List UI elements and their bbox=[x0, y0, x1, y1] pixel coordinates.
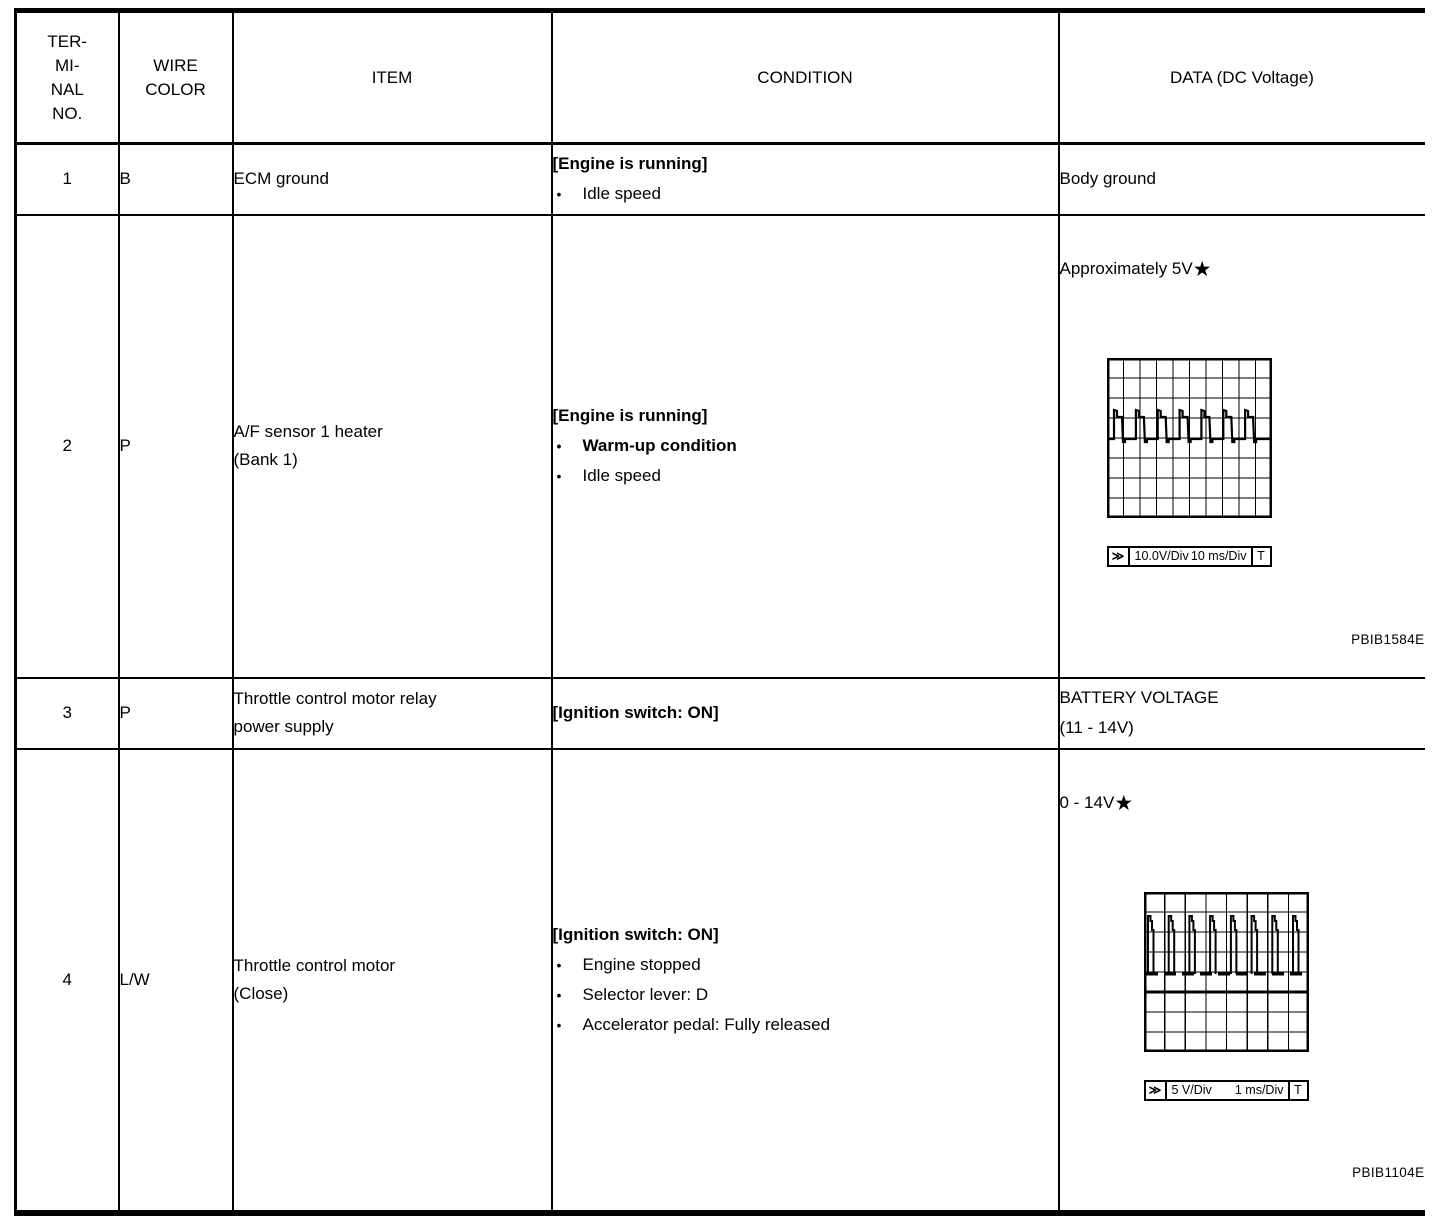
condition-bullet: • Accelerator pedal: Fully released bbox=[553, 1010, 1058, 1040]
col-header-wire-color: WIRE COLOR bbox=[117, 9, 234, 145]
table-row: 4 L/W Throttle control motor (Close) [Ig… bbox=[14, 747, 1425, 1214]
condition-bullet: • Engine stopped bbox=[553, 950, 1058, 980]
scope-volts-per-div: 10.0V/Div bbox=[1134, 549, 1189, 563]
wire-color-cell: P bbox=[117, 213, 234, 679]
figure-caption: PBIB1584E bbox=[1351, 631, 1425, 647]
bullet-icon: • bbox=[556, 956, 562, 973]
condition-bullet-text: Idle speed bbox=[582, 184, 661, 204]
figure-caption: PBIB1104E bbox=[1352, 1164, 1425, 1180]
manual-page: TER- MI- NAL NO. WIRE COLOR ITEM CONDITI… bbox=[0, 8, 1456, 1216]
condition-bullet: • Idle speed bbox=[553, 179, 1058, 209]
col-header-data: DATA (DC Voltage) bbox=[1057, 9, 1425, 145]
bullet-icon: • bbox=[556, 186, 562, 203]
condition-cell: [Engine is running] • Idle speed bbox=[550, 142, 1060, 216]
terminal-no-cell: 1 bbox=[14, 142, 120, 216]
bullet-icon: • bbox=[556, 468, 562, 484]
condition-title: [Engine is running] bbox=[552, 154, 708, 174]
wire-color-cell: B bbox=[117, 142, 234, 216]
scope-volts-per-div: 5 V/Div bbox=[1171, 1083, 1212, 1097]
col-header-condition: CONDITION bbox=[550, 9, 1060, 145]
star-icon: ★ bbox=[1114, 791, 1134, 815]
table-row: 3 P Throttle control motor relay power s… bbox=[14, 676, 1425, 750]
wire-color-cell: L/W bbox=[117, 747, 234, 1214]
scope-waveform-grid bbox=[1106, 357, 1272, 518]
scope-time-per-div: 1 ms/Div bbox=[1234, 1083, 1284, 1097]
condition-bullet-text: Engine stopped bbox=[582, 954, 701, 974]
ecm-terminal-data-table: TER- MI- NAL NO. WIRE COLOR ITEM CONDITI… bbox=[14, 8, 1425, 1216]
scope-zoom-marker: ≫ bbox=[1146, 1081, 1167, 1099]
item-cell: Throttle control motor relay power suppl… bbox=[231, 676, 553, 750]
terminal-no-cell: 3 bbox=[14, 676, 120, 750]
bullet-icon: • bbox=[556, 1016, 562, 1033]
condition-title: [Ignition switch: ON] bbox=[552, 703, 719, 722]
scope-trigger-marker: T bbox=[1287, 1081, 1307, 1099]
data-value: 0 - 14V★ bbox=[1059, 791, 1134, 815]
scope-trigger-marker: T bbox=[1250, 547, 1270, 565]
col-header-terminal-no: TER- MI- NAL NO. bbox=[14, 9, 120, 145]
condition-bullet: • Selector lever: D bbox=[553, 980, 1058, 1010]
condition-bullet: • Idle speed bbox=[553, 461, 1058, 491]
data-value: Approximately 5V★ bbox=[1059, 257, 1212, 281]
condition-cell: [Engine is running] • Warm-up condition … bbox=[550, 213, 1060, 679]
condition-bullet-text: Selector lever: D bbox=[582, 984, 709, 1004]
item-cell: Throttle control motor (Close) bbox=[231, 747, 553, 1214]
header-row: TER- MI- NAL NO. WIRE COLOR ITEM CONDITI… bbox=[14, 9, 1425, 145]
bullet-icon: • bbox=[556, 438, 562, 454]
bullet-icon: • bbox=[556, 986, 562, 1003]
condition-title: [Ignition switch: ON] bbox=[552, 924, 719, 944]
condition-cell: [Ignition switch: ON] • Engine stopped •… bbox=[550, 747, 1060, 1214]
scope-scalebar: ≫ 5 V/Div 1 ms/Div T bbox=[1143, 1079, 1309, 1101]
condition-bullet-text: Accelerator pedal: Fully released bbox=[582, 1014, 831, 1034]
condition-bullet-text: Warm-up condition bbox=[582, 436, 737, 455]
table-row: 1 B ECM ground [Engine is running] • Idl… bbox=[14, 142, 1425, 216]
col-header-item: ITEM bbox=[231, 9, 553, 145]
table-row: 2 P A/F sensor 1 heater (Bank 1) [Engine… bbox=[14, 213, 1425, 679]
data-cell: 0 - 14V★ ≫ 5 V/Div 1 ms/Div T PBIB1104E bbox=[1057, 747, 1425, 1214]
condition-bullet-text: Idle speed bbox=[582, 466, 661, 485]
data-cell: Approximately 5V★ ≫ 10.0V/Div 10 ms/Div … bbox=[1057, 213, 1425, 679]
terminal-no-cell: 2 bbox=[14, 213, 120, 679]
star-icon: ★ bbox=[1192, 257, 1212, 281]
oscilloscope-screenshot: ≫ 10.0V/Div 10 ms/Div T bbox=[1106, 328, 1272, 597]
condition-bullet: • Warm-up condition bbox=[553, 431, 1058, 461]
oscilloscope-screenshot: ≫ 5 V/Div 1 ms/Div T bbox=[1143, 862, 1309, 1131]
condition-cell: [Ignition switch: ON] bbox=[550, 676, 1060, 750]
scope-zoom-marker: ≫ bbox=[1109, 547, 1130, 565]
scope-time-per-div: 10 ms/Div bbox=[1190, 549, 1247, 563]
condition-title: [Engine is running] bbox=[552, 406, 708, 425]
data-cell: BATTERY VOLTAGE (11 - 14V) bbox=[1057, 676, 1425, 750]
scope-scalebar: ≫ 10.0V/Div 10 ms/Div T bbox=[1106, 545, 1272, 567]
wire-color-cell: P bbox=[117, 676, 234, 750]
item-cell: ECM ground bbox=[231, 142, 553, 216]
scope-waveform-grid bbox=[1143, 891, 1309, 1052]
terminal-no-cell: 4 bbox=[14, 747, 120, 1214]
data-cell: Body ground bbox=[1057, 142, 1425, 216]
item-cell: A/F sensor 1 heater (Bank 1) bbox=[231, 213, 553, 679]
